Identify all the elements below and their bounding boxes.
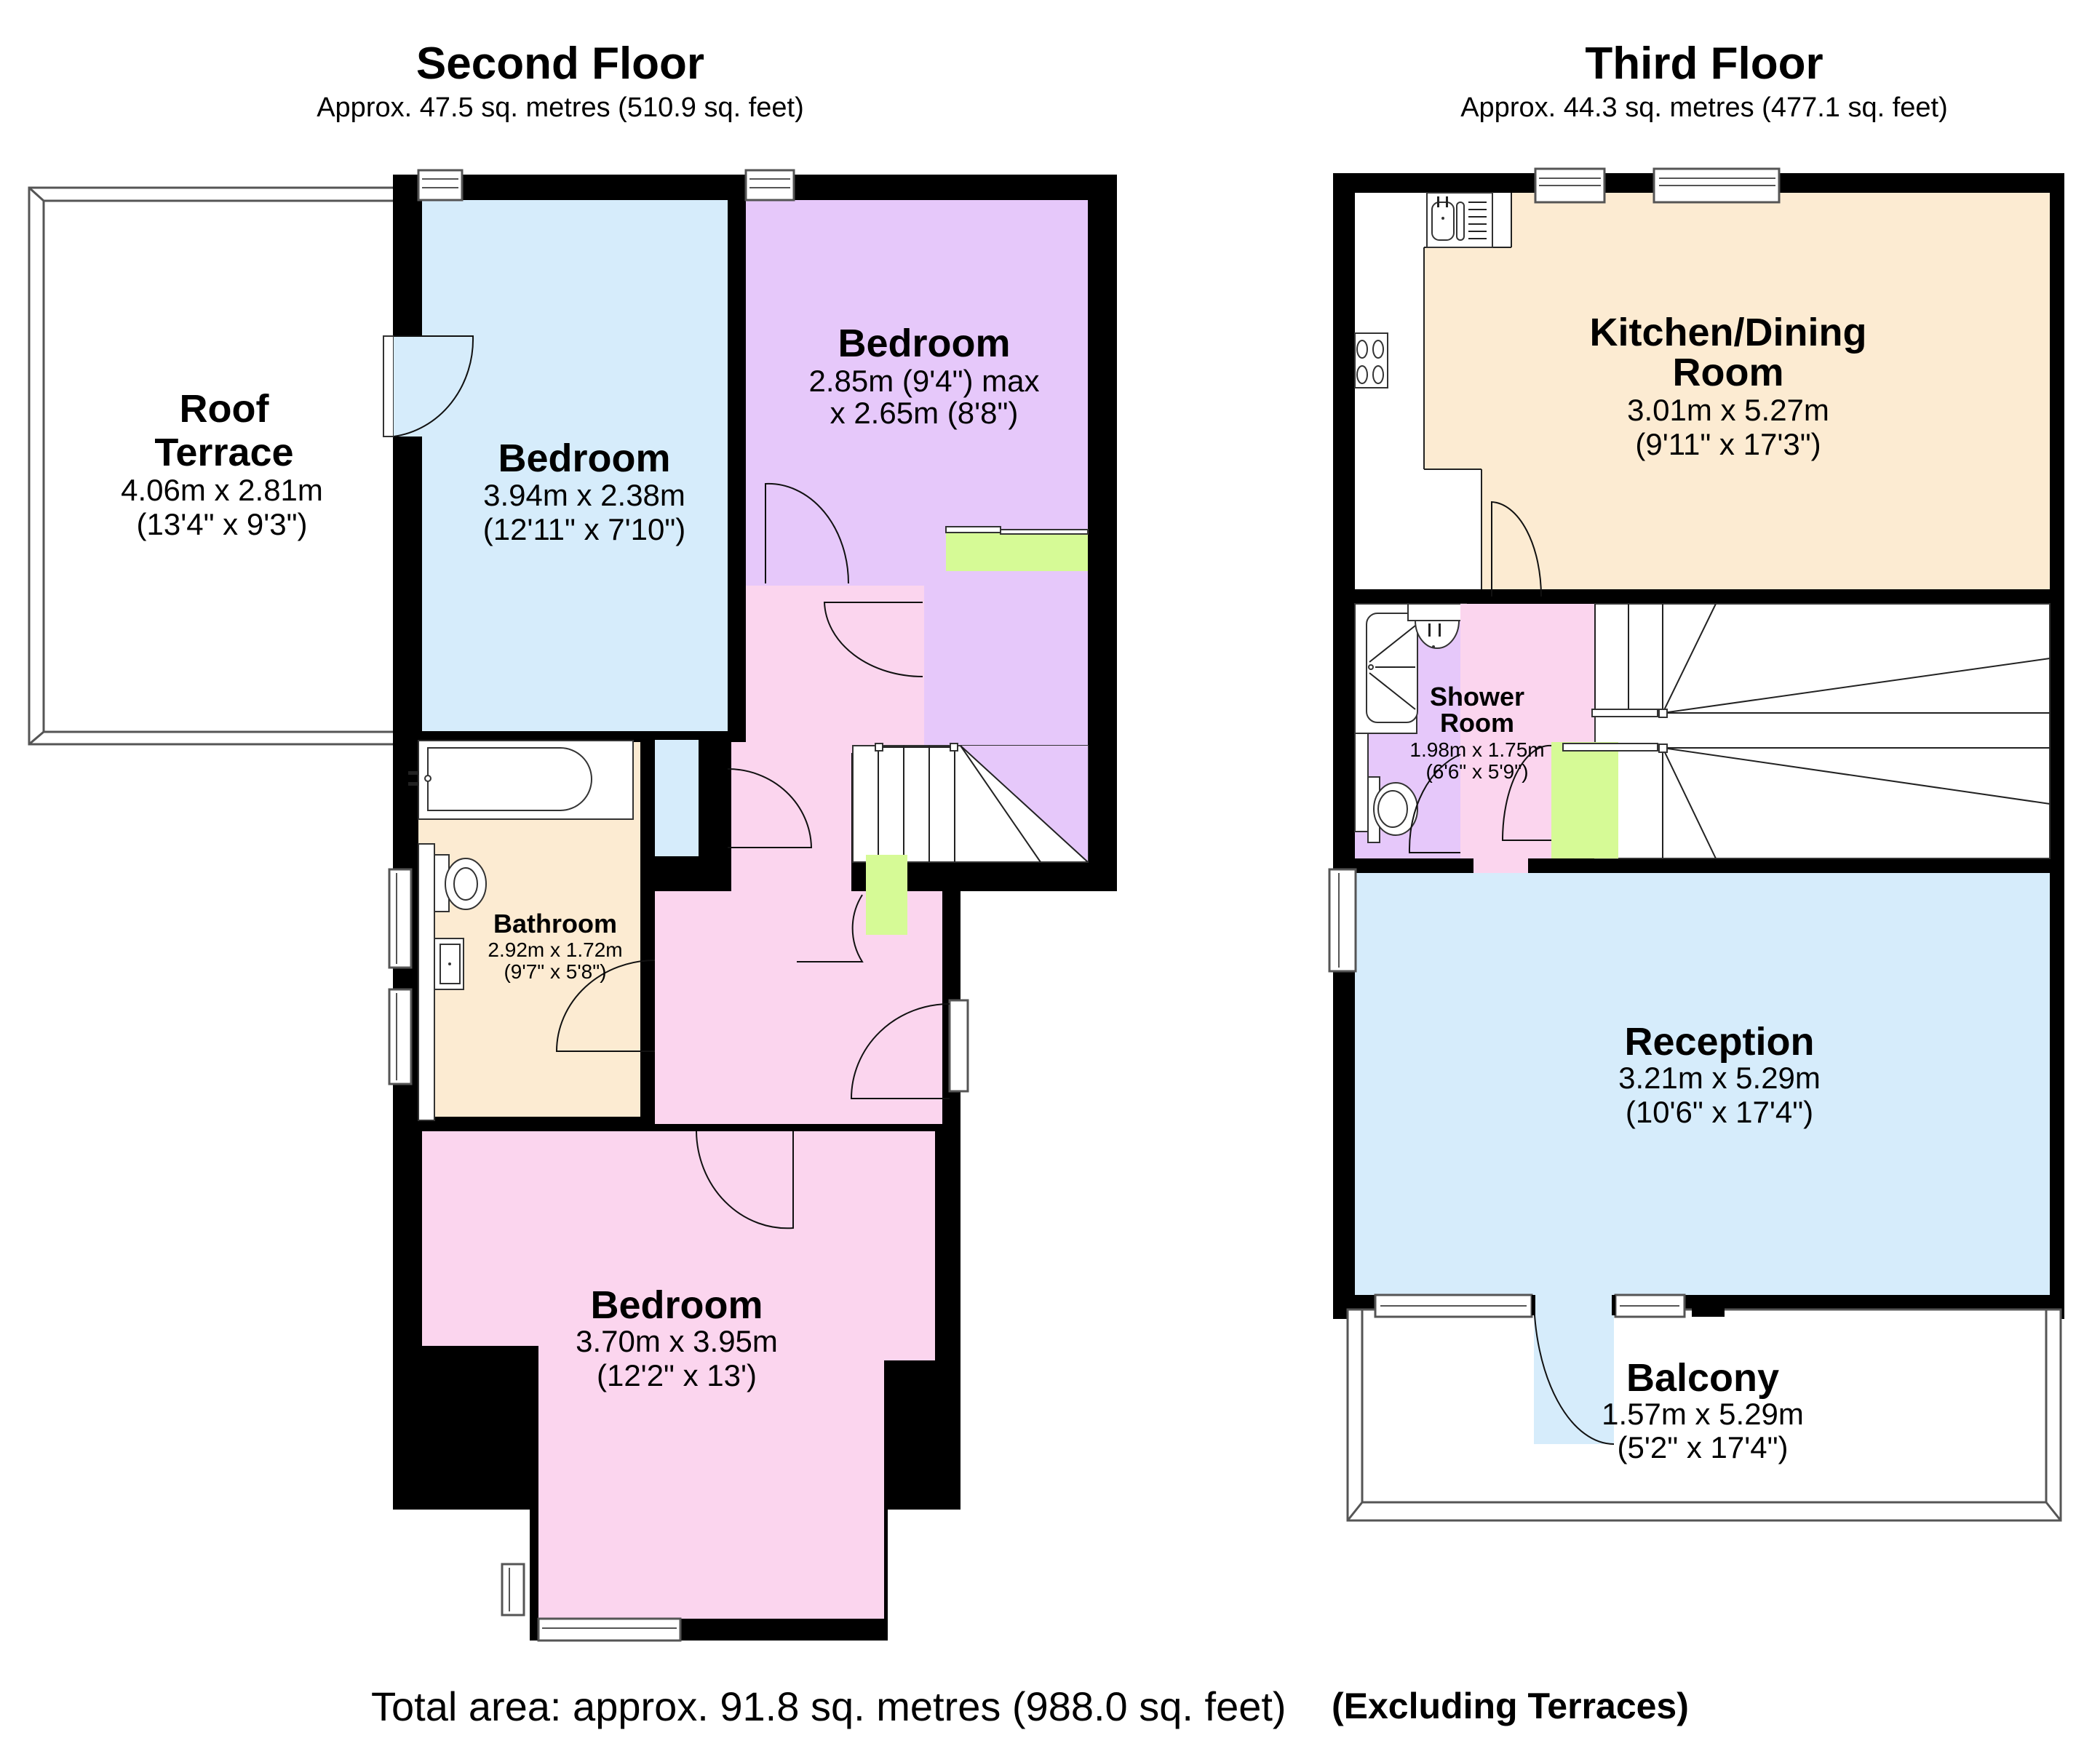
room-label-roof-terrace: Roof Terrace 4.06m x 2.81m (13'4" x 9'3"… [121,387,323,541]
window-icon [1614,1293,1686,1318]
svg-text:3.01m x 5.27m: 3.01m x 5.27m [1627,393,1829,427]
svg-text:Bathroom: Bathroom [493,909,617,938]
door-swing-icon [696,1131,794,1229]
svg-text:(13'4" x 9'3"): (13'4" x 9'3") [137,507,308,541]
third-floor-area: Approx. 44.3 sq. metres (477.1 sq. feet) [1460,92,1948,123]
excluding-terraces-note: (Excluding Terraces) [1332,1686,1689,1726]
room-label-bedroom-2: Bedroom 2.85m (9'4") max x 2.65m (8'8") [808,322,1039,430]
stairs-icon [852,743,1089,863]
door-swing-icon [1408,754,1461,853]
room-label-bedroom-1: Bedroom 3.94m x 2.38m (12'11" x 7'10") [483,436,686,546]
roof-terrace [28,186,398,746]
shower-tray-icon [1354,603,1418,734]
bedroom-1-area [422,200,728,731]
second-floor-title: Second Floor [416,39,704,89]
room-label-bathroom: Bathroom 2.92m x 1.72m (9'7" x 5'8") [488,909,622,983]
sink-icon [1426,192,1493,248]
svg-text:(9'7" x 5'8"): (9'7" x 5'8") [504,960,606,983]
bedroom-2-area [746,200,1088,586]
svg-text:(12'11" x 7'10"): (12'11" x 7'10") [483,512,686,546]
svg-text:Bedroom: Bedroom [590,1283,763,1327]
svg-text:Bedroom: Bedroom [838,322,1010,365]
window-icon [1328,868,1357,973]
svg-text:(9'11" x 17'3"): (9'11" x 17'3") [1635,427,1821,461]
svg-text:Terrace: Terrace [154,431,293,474]
door-swing-icon [727,768,813,848]
balcony [1346,1308,2062,1522]
room-label-reception: Reception 3.21m x 5.29m (10'6" x 17'4") [1618,1020,1821,1129]
bathroom-side-panel [418,843,435,1121]
bedroom-3-area [422,1131,935,1619]
svg-text:3.94m x 2.38m: 3.94m x 2.38m [483,478,685,512]
svg-text:3.70m x 3.95m: 3.70m x 3.95m [576,1324,778,1358]
svg-text:2.85m (9'4") max: 2.85m (9'4") max [808,364,1039,398]
room-label-shower-room: Shower Room 1.98m x 1.75m (6'6" x 5'9") [1409,682,1544,783]
hob-icon [1354,332,1388,388]
second-floor-plan: Roof Terrace 4.06m x 2.81m (13'4" x 9'3"… [28,169,1117,1642]
svg-text:4.06m x 2.81m: 4.06m x 2.81m [121,473,323,507]
kitchen-dining-area [1424,193,2050,589]
door-swing-icon [383,335,474,437]
toilet-icon [1354,733,1418,843]
svg-text:Room: Room [1440,708,1514,738]
door-swing-icon [1491,501,1542,597]
door-swing-icon [797,894,864,962]
window-icon [388,988,413,1085]
room-label-balcony: Balcony 1.57m x 5.29m (5'2" x 17'4") [1602,1356,1804,1464]
svg-text:(6'6" x 5'9"): (6'6" x 5'9") [1425,760,1528,783]
svg-text:x 2.65m (8'8"): x 2.65m (8'8") [830,396,1019,430]
window-icon [537,1617,682,1642]
door-swing-icon [765,482,849,584]
svg-text:Roof: Roof [180,387,270,431]
svg-text:1.57m x 5.29m: 1.57m x 5.29m [1602,1397,1804,1431]
room-label-bedroom-3: Bedroom 3.70m x 3.95m (12'2" x 13') [576,1283,778,1392]
svg-text:1.98m x 1.75m: 1.98m x 1.75m [1409,738,1544,761]
third-floor-title: Third Floor [1585,39,1823,89]
door-swing-icon [823,602,923,677]
landing [746,586,924,753]
svg-text:Bedroom: Bedroom [498,436,670,480]
svg-text:Reception: Reception [1624,1020,1814,1064]
door-swing-icon [1501,744,1552,841]
total-area: Total area: approx. 91.8 sq. metres (988… [371,1683,1286,1729]
room-label-kitchen-dining: Kitchen/Dining Room 3.01m x 5.27m (9'11"… [1590,311,1867,461]
stairs-icon [1551,603,2051,859]
window-icon [501,1563,525,1617]
third-floor-plan: Kitchen/Dining Room 3.01m x 5.27m (9'11"… [1328,167,2064,1522]
svg-text:Kitchen/Dining: Kitchen/Dining [1590,311,1867,354]
second-floor-area: Approx. 47.5 sq. metres (510.9 sq. feet) [317,92,804,123]
window-icon [744,169,795,202]
svg-text:2.92m x 1.72m: 2.92m x 1.72m [488,938,622,961]
toilet-icon [434,854,487,912]
window-icon [1534,167,1606,204]
cupboard-blue [655,740,699,856]
svg-text:(10'6" x 17'4"): (10'6" x 17'4") [1626,1095,1813,1129]
door-swing-icon [555,960,656,1052]
bath-icon [408,740,634,820]
door-swing-icon [850,1003,950,1099]
cupboard-green [866,855,907,935]
basin-icon [1407,603,1467,649]
window-icon [1374,1293,1533,1318]
svg-text:(12'2" x 13'): (12'2" x 13') [597,1358,757,1392]
window-icon [417,169,464,202]
svg-text:3.21m x 5.29m: 3.21m x 5.29m [1618,1061,1821,1095]
svg-text:Balcony: Balcony [1626,1356,1779,1400]
reception-area [1355,873,2050,1295]
window-icon [388,868,413,969]
svg-text:Room: Room [1673,351,1784,394]
svg-text:(5'2" x 17'4"): (5'2" x 17'4") [1618,1430,1789,1464]
cupboard [946,531,1088,571]
window-icon [1652,167,1781,204]
svg-text:Shower: Shower [1430,682,1524,711]
window-icon [948,999,969,1093]
basin-icon [434,938,464,990]
